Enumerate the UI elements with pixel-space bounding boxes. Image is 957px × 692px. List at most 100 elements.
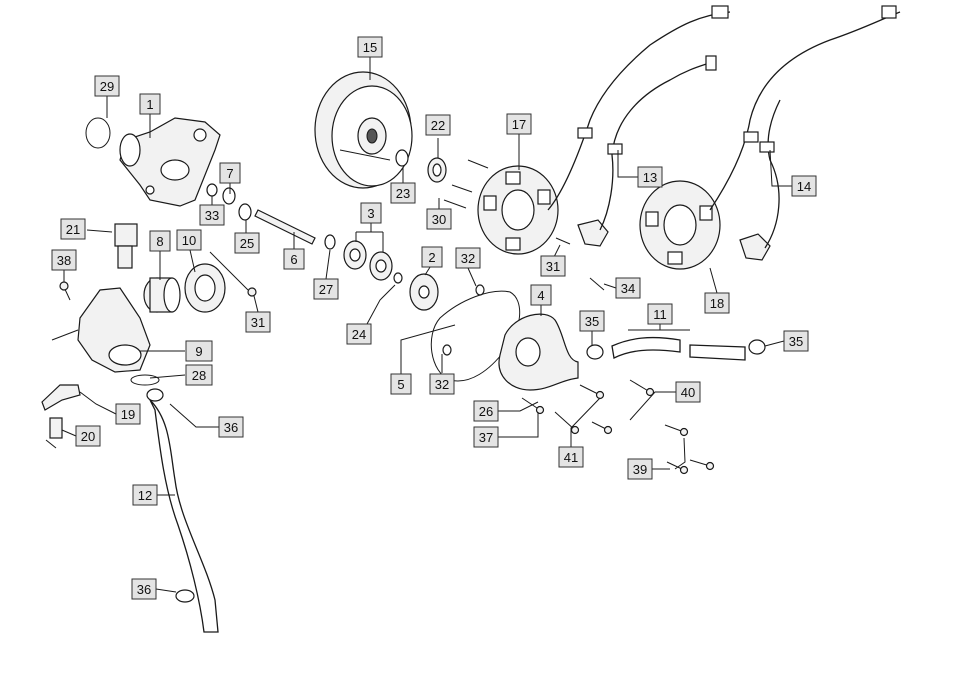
- wire-harness-part-14: [709, 5, 901, 249]
- dowel-part-32: [442, 284, 485, 356]
- svg-text:17: 17: [512, 117, 526, 132]
- svg-text:15: 15: [363, 40, 377, 55]
- svg-text:35: 35: [585, 314, 599, 329]
- callout-28: 28: [185, 364, 213, 386]
- callout-14: 14: [791, 175, 817, 197]
- callout-26: 26: [473, 400, 499, 422]
- callout-10: 10: [176, 229, 202, 251]
- bolts-part-41: [554, 384, 605, 435]
- callout-18: 18: [704, 292, 730, 314]
- o-ring-part-29: [85, 117, 111, 149]
- thermostat-housing-part-10: [184, 263, 226, 313]
- washer-part-7: [222, 187, 236, 205]
- svg-text:32: 32: [435, 377, 449, 392]
- callout-9: 9: [185, 340, 213, 362]
- washer-part-33: [206, 183, 218, 197]
- callout-24: 24: [346, 323, 372, 345]
- callout-17: 17: [506, 113, 532, 135]
- svg-text:10: 10: [182, 233, 196, 248]
- svg-text:35: 35: [789, 334, 803, 349]
- svg-text:34: 34: [621, 281, 635, 296]
- svg-text:26: 26: [479, 404, 493, 419]
- svg-text:24: 24: [352, 327, 366, 342]
- callout-7: 7: [219, 162, 241, 184]
- thermostat-cap-part-8: [143, 277, 181, 313]
- sensor-part-20: [45, 417, 63, 449]
- svg-text:27: 27: [319, 282, 333, 297]
- impeller-part-2: [409, 273, 439, 311]
- leader-lines: [61, 57, 792, 593]
- callout-41: 41: [558, 446, 584, 468]
- callout-31-left: 31: [245, 311, 271, 333]
- stator-part-17: [477, 165, 559, 255]
- callout-22: 22: [425, 114, 451, 136]
- pickup-coil-part-31: [555, 219, 609, 247]
- temp-sender-part-21: [114, 223, 138, 269]
- callout-8: 8: [149, 230, 171, 252]
- callout-4: 4: [530, 284, 552, 306]
- callout-11: 11: [647, 303, 673, 325]
- bearing-part-22: [427, 157, 447, 183]
- hose-part-11: [611, 336, 746, 361]
- callout-2: 2: [421, 246, 443, 268]
- callout-34: 34: [615, 277, 641, 299]
- callout-27: 27: [313, 278, 339, 300]
- callout-19: 19: [115, 403, 141, 425]
- wire-harness-part-13: [547, 5, 731, 231]
- svg-text:18: 18: [710, 296, 724, 311]
- svg-text:40: 40: [681, 385, 695, 400]
- coolant-hose-part-12: [149, 399, 219, 633]
- svg-text:37: 37: [479, 430, 493, 445]
- coolant-manifold-part-9: [51, 287, 151, 373]
- callout-35-left: 35: [579, 310, 605, 332]
- callout-33: 33: [199, 204, 225, 226]
- svg-text:39: 39: [633, 462, 647, 477]
- bolt-part-38: [59, 281, 71, 301]
- callout-39: 39: [627, 458, 653, 480]
- clip-part-34: [589, 277, 605, 291]
- pump-cover-part-4: [498, 313, 579, 391]
- callout-1: 1: [139, 93, 161, 115]
- callout-3: 3: [360, 202, 382, 224]
- callout-20: 20: [75, 425, 101, 447]
- callout-30: 30: [426, 208, 452, 230]
- svg-text:6: 6: [290, 252, 297, 267]
- svg-text:25: 25: [240, 236, 254, 251]
- bracket-part-19: [41, 384, 81, 411]
- callout-5: 5: [390, 373, 412, 395]
- svg-text:21: 21: [66, 222, 80, 237]
- svg-text:7: 7: [226, 166, 233, 181]
- svg-text:28: 28: [192, 368, 206, 383]
- callout-32-bottom: 32: [429, 373, 455, 395]
- callout-36-bottom: 36: [131, 578, 157, 600]
- stator-part-18: [639, 180, 721, 270]
- callout-31-right: 31: [540, 255, 566, 277]
- washer-part-25: [238, 203, 252, 221]
- svg-text:5: 5: [397, 377, 404, 392]
- o-ring-part-27: [324, 234, 336, 250]
- callout-12: 12: [132, 484, 158, 506]
- svg-text:36: 36: [224, 420, 238, 435]
- flywheel-rotor-part-15: [314, 71, 413, 189]
- callout-35-right: 35: [783, 330, 809, 352]
- hose-clamp-part-36a: [146, 388, 164, 402]
- washer-part-23: [395, 149, 409, 167]
- svg-text:3: 3: [367, 206, 374, 221]
- svg-text:9: 9: [195, 344, 202, 359]
- pickup-coil-part-18b: [739, 233, 771, 261]
- svg-text:32: 32: [461, 251, 475, 266]
- o-ring-part-28: [130, 374, 160, 386]
- svg-text:29: 29: [100, 79, 114, 94]
- bolts-parts-26-37: [521, 397, 545, 415]
- callout-29: 29: [94, 75, 120, 97]
- hose-clamp-part-35: [586, 339, 766, 360]
- svg-text:23: 23: [396, 186, 410, 201]
- svg-text:31: 31: [546, 259, 560, 274]
- callout-13: 13: [637, 166, 663, 188]
- water-pump-housing-part-1: [119, 117, 221, 207]
- pump-shaft-part-6: [254, 209, 316, 245]
- svg-text:4: 4: [537, 288, 544, 303]
- bearings-part-3: [343, 240, 393, 281]
- hose-clamp-part-36b: [175, 589, 195, 603]
